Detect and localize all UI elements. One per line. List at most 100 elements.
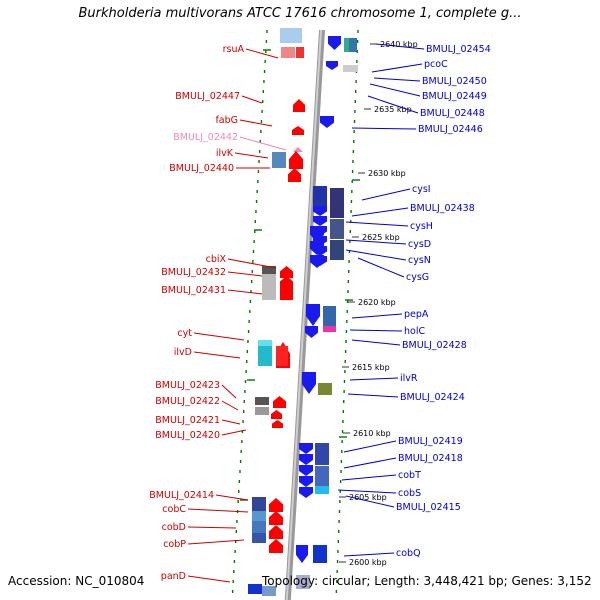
leader-line bbox=[345, 249, 407, 261]
scale-label: 2620 kbp bbox=[358, 298, 396, 307]
forward-gene-arrow bbox=[293, 99, 305, 112]
leader-line bbox=[351, 339, 401, 346]
gene-block bbox=[318, 383, 332, 395]
gene-block bbox=[315, 486, 329, 494]
gene-block bbox=[296, 575, 310, 589]
chromosome-backbone bbox=[284, 29, 325, 600]
leader-line bbox=[221, 429, 247, 436]
gene-label-right: holC bbox=[404, 326, 425, 337]
gene-label-right: cysN bbox=[408, 255, 431, 266]
gene-label-left: BMULJ_02442 bbox=[173, 132, 238, 143]
leader-line bbox=[343, 457, 397, 469]
gene-block bbox=[258, 340, 272, 346]
reverse-gene-arrow bbox=[326, 61, 338, 70]
gene-block bbox=[255, 397, 269, 405]
gene-block bbox=[349, 38, 357, 52]
scale-label: 2615 kbp bbox=[352, 363, 390, 372]
leader-line bbox=[221, 419, 241, 425]
leader-line bbox=[221, 384, 237, 399]
forward-gene-arrow bbox=[271, 410, 282, 419]
leader-line bbox=[345, 221, 409, 227]
gene-block bbox=[276, 346, 288, 366]
scale-label: 2600 kbp bbox=[349, 558, 387, 567]
reverse-gene-arrow bbox=[328, 36, 341, 50]
reverse-gene-arrow bbox=[310, 255, 324, 268]
leader-line bbox=[239, 119, 273, 127]
gene-label-left: cobD bbox=[162, 522, 186, 533]
leader-line bbox=[375, 43, 425, 50]
gene-block bbox=[280, 28, 294, 43]
gene-label-left: cbiX bbox=[206, 254, 227, 265]
tick-marks bbox=[231, 30, 360, 593]
gene-label-right: BMULJ_02424 bbox=[400, 392, 465, 403]
gene-block bbox=[294, 28, 302, 43]
gene-label-right: cysH bbox=[410, 221, 433, 232]
gene-block bbox=[330, 240, 344, 260]
scale-label: 2625 kbp bbox=[362, 233, 400, 242]
leader-line bbox=[349, 329, 403, 332]
gene-label-right: pcoC bbox=[424, 59, 448, 70]
gene-block bbox=[296, 47, 304, 58]
leader-line bbox=[343, 440, 397, 453]
gene-label-left: BMULJ_02421 bbox=[155, 415, 220, 426]
reverse-gene-arrow bbox=[313, 206, 327, 216]
gene-label-left: cyt bbox=[177, 328, 192, 339]
label-leader-lines bbox=[187, 43, 425, 583]
gene-block bbox=[262, 586, 276, 596]
gene-block bbox=[343, 65, 358, 72]
gene-label-right: ilvR bbox=[400, 373, 418, 384]
gene-label-right: pepA bbox=[404, 309, 429, 320]
gene-label-right: cysI bbox=[412, 184, 431, 195]
pseudo-gene-arrow bbox=[293, 147, 303, 152]
forward-gene-arrow bbox=[289, 151, 303, 169]
leader-line bbox=[187, 539, 245, 545]
gene-block bbox=[281, 47, 295, 58]
gene-block bbox=[255, 407, 269, 415]
gene-label-right: BMULJ_02418 bbox=[398, 453, 463, 464]
backbone-highlight bbox=[285, 29, 322, 600]
gene-label-right: cysG bbox=[406, 272, 429, 283]
gene-block bbox=[252, 533, 266, 543]
gene-block bbox=[315, 466, 329, 486]
leader-line bbox=[245, 48, 279, 59]
gene-label-right: BMULJ_02438 bbox=[410, 203, 475, 214]
reverse-gene-arrow bbox=[299, 443, 313, 454]
leader-line bbox=[341, 474, 397, 481]
gene-label-left: BMULJ_02440 bbox=[169, 163, 234, 174]
leader-line bbox=[227, 271, 263, 277]
forward-gene-arrow bbox=[269, 525, 283, 539]
leader-line bbox=[373, 77, 421, 82]
gene-label-right: BMULJ_02450 bbox=[422, 76, 487, 87]
leader-line bbox=[347, 393, 399, 398]
gene-label-right: BMULJ_02419 bbox=[398, 436, 463, 447]
forward-gene-arrow bbox=[292, 126, 304, 135]
gene-block bbox=[252, 521, 266, 533]
gene-block bbox=[248, 584, 262, 594]
gene-label-left: rsuA bbox=[223, 44, 245, 55]
gene-block bbox=[258, 346, 272, 366]
gene-block bbox=[323, 306, 336, 326]
gene-label-left: BMULJ_02420 bbox=[155, 430, 220, 441]
gene-label-right: BMULJ_02415 bbox=[396, 502, 461, 513]
forward-gene-arrow bbox=[280, 266, 293, 278]
gene-block bbox=[262, 274, 276, 300]
reverse-gene-arrow bbox=[299, 487, 313, 498]
leader-line bbox=[345, 495, 395, 508]
reverse-gene-arrow bbox=[306, 304, 320, 326]
gene-label-left: BMULJ_02431 bbox=[161, 285, 226, 296]
scale-label: 2605 kbp bbox=[349, 493, 387, 502]
gene-block bbox=[262, 266, 276, 274]
forward-gene-arrow bbox=[273, 396, 286, 408]
leader-line bbox=[187, 526, 237, 529]
gene-label-left: fabG bbox=[215, 115, 238, 126]
gene-label-right: cobT bbox=[398, 470, 421, 481]
forward-gene-arrow bbox=[280, 276, 293, 288]
gene-block bbox=[313, 545, 327, 563]
gene-label-right: BMULJ_02449 bbox=[422, 91, 487, 102]
scale-label: 2610 kbp bbox=[353, 429, 391, 438]
gene-features bbox=[248, 28, 358, 596]
leader-line bbox=[187, 575, 231, 583]
leader-line bbox=[357, 257, 405, 278]
